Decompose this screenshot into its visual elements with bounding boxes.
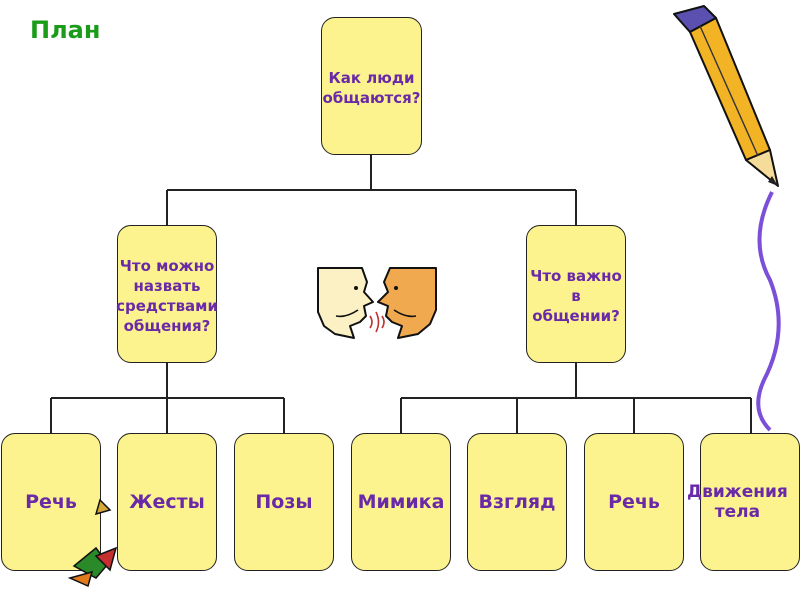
leaf-node-speech: Речь — [1, 433, 101, 571]
branch-node-label: Что можно назвать средствами общения? — [116, 257, 218, 335]
leaf-node-label: Речь — [25, 491, 77, 513]
page-title: План — [30, 16, 101, 44]
leaf-node-label: Мимика — [357, 491, 445, 513]
leaf-node-gaze: Взгляд — [467, 433, 567, 571]
leaf-node-label: Речь — [608, 491, 660, 513]
branch-node-means: Что можно назвать средствами общения? — [116, 225, 218, 363]
root-node-label: Как люди общаются? — [322, 69, 421, 107]
leaf-node-gestures: Жесты — [117, 433, 217, 571]
branch-node-label: Что важно в общении? — [530, 267, 622, 325]
leaf-node-speech-2: Речь — [584, 433, 684, 571]
leaf-node-label: Взгляд — [478, 491, 556, 513]
leaf-node-label: Движения тела — [687, 482, 788, 522]
leaf-node-label: Жесты — [129, 491, 205, 513]
leaf-node-poses: Позы — [234, 433, 334, 571]
leaf-node-body-movements: Движения тела — [687, 433, 800, 571]
root-node: Как люди общаются? — [321, 17, 422, 155]
leaf-node-mimicry: Мимика — [351, 433, 451, 571]
branch-node-important: Что важно в общении? — [526, 225, 626, 363]
leaf-node-label: Позы — [255, 491, 313, 513]
